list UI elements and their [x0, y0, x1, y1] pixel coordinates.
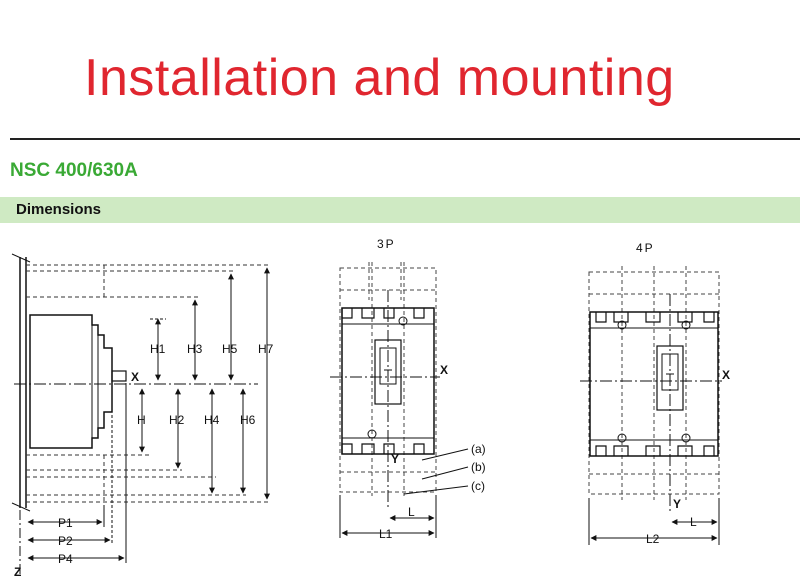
axis-x-3p: X — [440, 363, 448, 377]
label-h2: H2 — [169, 413, 185, 427]
label-p2: P2 — [58, 534, 73, 548]
label-h: H — [137, 413, 146, 427]
axis-x-4p: X — [722, 368, 730, 382]
callout-b: (b) — [471, 460, 486, 474]
label-l2: L2 — [646, 532, 660, 546]
label-h1: H1 — [150, 342, 166, 356]
label-h6: H6 — [240, 413, 256, 427]
page-title: Installation and mounting — [84, 49, 675, 107]
title-divider — [10, 138, 800, 140]
title-4p: 4P — [636, 241, 655, 255]
section-label: Dimensions — [16, 201, 102, 218]
label-l-4p: L — [690, 515, 697, 529]
section-band: Dimensions — [0, 197, 800, 223]
title-3p: 3P — [377, 237, 396, 251]
label-p1: P1 — [58, 516, 73, 530]
axis-y-4p: Y — [673, 497, 681, 511]
label-l1: L1 — [379, 527, 393, 541]
label-l-3p: L — [408, 505, 415, 519]
label-h3: H3 — [187, 342, 203, 356]
label-h4: H4 — [204, 413, 220, 427]
axis-y-3p: Y — [391, 452, 399, 466]
side-view — [11, 253, 270, 575]
callout-a: (a) — [471, 442, 486, 456]
label-h7: H7 — [258, 342, 274, 356]
side-axis-x: X — [131, 370, 139, 384]
front-view-3p — [330, 262, 469, 538]
label-p4: P4 — [58, 552, 73, 566]
callout-c: (c) — [471, 479, 485, 493]
side-axis-z: Z — [14, 565, 21, 579]
model-heading: NSC 400/630A — [10, 160, 138, 181]
label-h5: H5 — [222, 342, 238, 356]
front-view-4p — [580, 266, 722, 545]
